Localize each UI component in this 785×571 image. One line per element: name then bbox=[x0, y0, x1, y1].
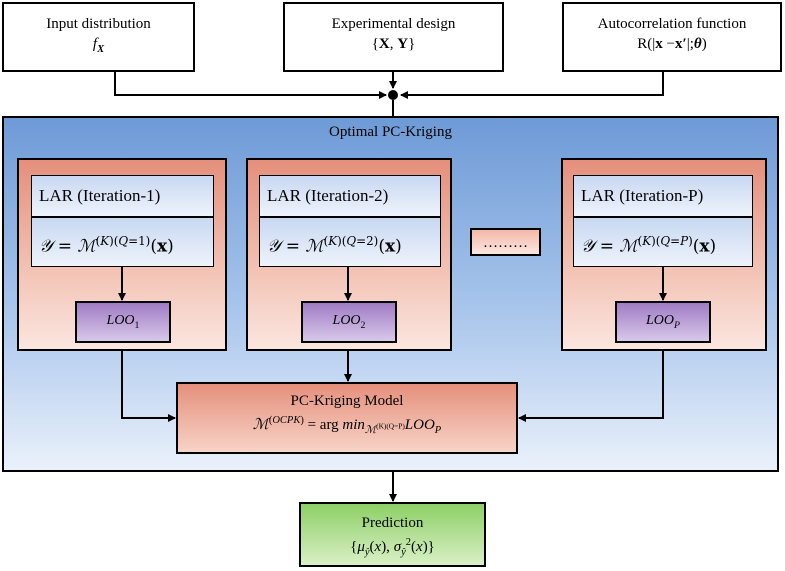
pc-kriging-model-box: PC-Kriging Model ℳ(OCPK) = arg minℳ(K)(Q… bbox=[176, 382, 518, 454]
arrow-iterp-pck bbox=[518, 351, 664, 422]
autocorrelation-symbol: R(|x −x′|;θ) bbox=[637, 36, 707, 52]
iteration-2-equation: 𝒴 = ℳ(K)(Q=2)(x) bbox=[259, 217, 441, 267]
iteration-p-loo-box: LOOP bbox=[615, 301, 711, 343]
arrow-autocorrelation bbox=[400, 72, 664, 99]
iteration-p-lar-header: LAR (Iteration-P) bbox=[573, 175, 753, 217]
iteration-1-loo-box: LOO1 bbox=[75, 301, 171, 343]
input-distribution-label: Input distribution bbox=[46, 16, 151, 32]
prediction-formula: {μŷ(x), σŷ2(x)} bbox=[350, 537, 435, 558]
iteration-p-equation: 𝒴 = ℳ(K)(Q=P)(x) bbox=[573, 217, 753, 267]
iteration-2-loo-box: LOO2 bbox=[301, 301, 397, 343]
experimental-design-box: Experimental design {X, Y} bbox=[283, 2, 504, 72]
prediction-title: Prediction bbox=[361, 515, 424, 531]
experimental-design-label: Experimental design bbox=[331, 16, 456, 32]
arrow-iter1-pck bbox=[121, 351, 176, 422]
pc-kriging-model-formula: ℳ(OCPK) = arg minℳ(K)(Q=P)LOOP bbox=[252, 415, 442, 436]
autocorrelation-label: Autocorrelation function bbox=[597, 16, 747, 32]
autocorrelation-box: Autocorrelation function R(|x −x′|;θ) bbox=[562, 2, 782, 72]
experimental-design-symbol: {X, Y} bbox=[371, 36, 416, 52]
input-distribution-symbol: fX bbox=[92, 36, 105, 55]
junction-dot bbox=[388, 90, 398, 100]
arrow-input-distribution bbox=[114, 72, 387, 99]
pc-kriging-model-title: PC-Kriging Model bbox=[290, 393, 404, 409]
iteration-1-equation: 𝒴 = ℳ(K)(Q=1)(x) bbox=[31, 217, 214, 267]
iteration-2-lar-header: LAR (Iteration-2) bbox=[259, 175, 441, 217]
input-distribution-box: Input distribution fX bbox=[2, 2, 195, 72]
optimal-pc-kriging-title: Optimal PC-Kriging bbox=[329, 124, 452, 140]
ellipsis-box: ……… bbox=[470, 228, 541, 256]
prediction-box: Prediction {μŷ(x), σŷ2(x)} bbox=[299, 502, 486, 567]
iteration-1-lar-header: LAR (Iteration-1) bbox=[31, 175, 214, 217]
